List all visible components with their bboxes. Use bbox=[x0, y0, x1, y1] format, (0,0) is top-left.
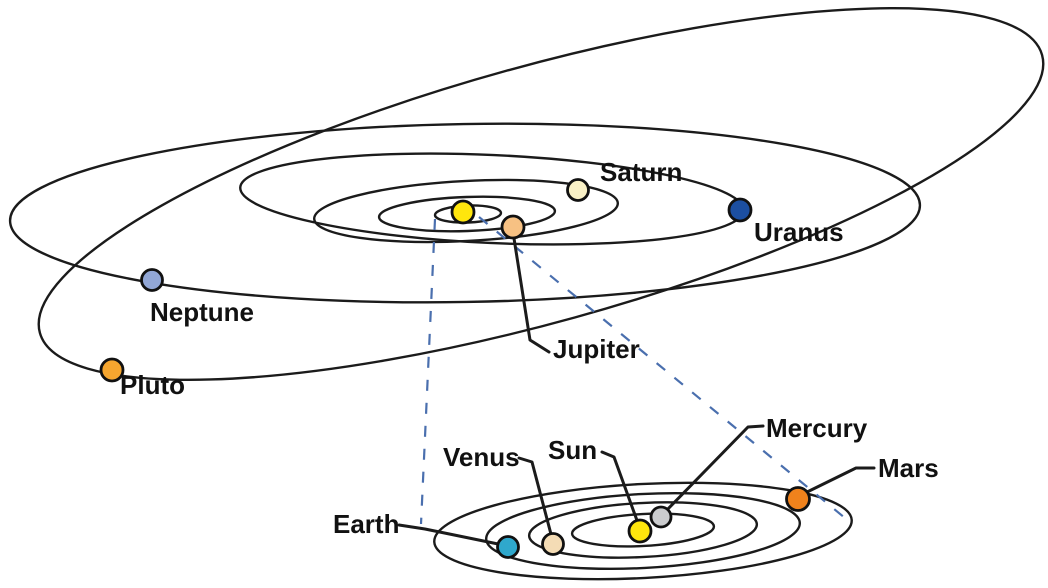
leader-venus bbox=[517, 456, 554, 540]
label-uranus: Uranus bbox=[754, 217, 844, 247]
planet-sun bbox=[627, 518, 653, 544]
magnifier-line-right bbox=[478, 216, 846, 519]
orbit-neptune-orbit bbox=[8, 122, 922, 304]
leader-mars bbox=[799, 466, 876, 497]
leader-mercury bbox=[662, 424, 765, 515]
planet-jupiter bbox=[500, 214, 526, 240]
orbit-mars-orbit bbox=[433, 481, 853, 581]
leader-sun bbox=[600, 450, 641, 528]
orbit-earth-orbit bbox=[485, 491, 801, 571]
label-neptune: Neptune bbox=[150, 297, 254, 327]
label-earth: Earth bbox=[333, 509, 399, 539]
planet-sun-outer bbox=[450, 199, 476, 225]
planet-pluto bbox=[99, 357, 125, 383]
label-mars: Mars bbox=[878, 453, 939, 483]
planet-venus bbox=[541, 532, 565, 556]
leader-jupiter bbox=[511, 230, 551, 354]
planet-neptune bbox=[140, 268, 164, 292]
label-pluto: Pluto bbox=[120, 370, 185, 400]
label-saturn: Saturn bbox=[600, 157, 682, 187]
planet-mars bbox=[785, 486, 811, 512]
planet-earth bbox=[496, 535, 520, 559]
planet-uranus bbox=[727, 197, 753, 223]
orbit-pluto-orbit bbox=[37, 6, 1045, 382]
planet-saturn bbox=[566, 178, 590, 202]
orbit-jupiter-orbit bbox=[377, 195, 557, 233]
orbit-venus-orbit bbox=[527, 501, 759, 559]
label-jupiter: Jupiter bbox=[553, 334, 640, 364]
planet-mercury bbox=[649, 505, 673, 529]
label-venus: Venus bbox=[443, 442, 520, 472]
label-sun: Sun bbox=[548, 435, 597, 465]
label-mercury: Mercury bbox=[766, 413, 868, 443]
orbit-mercury-orbit bbox=[570, 512, 716, 548]
magnifier-line-left bbox=[419, 218, 437, 525]
leader-earth bbox=[397, 523, 505, 547]
